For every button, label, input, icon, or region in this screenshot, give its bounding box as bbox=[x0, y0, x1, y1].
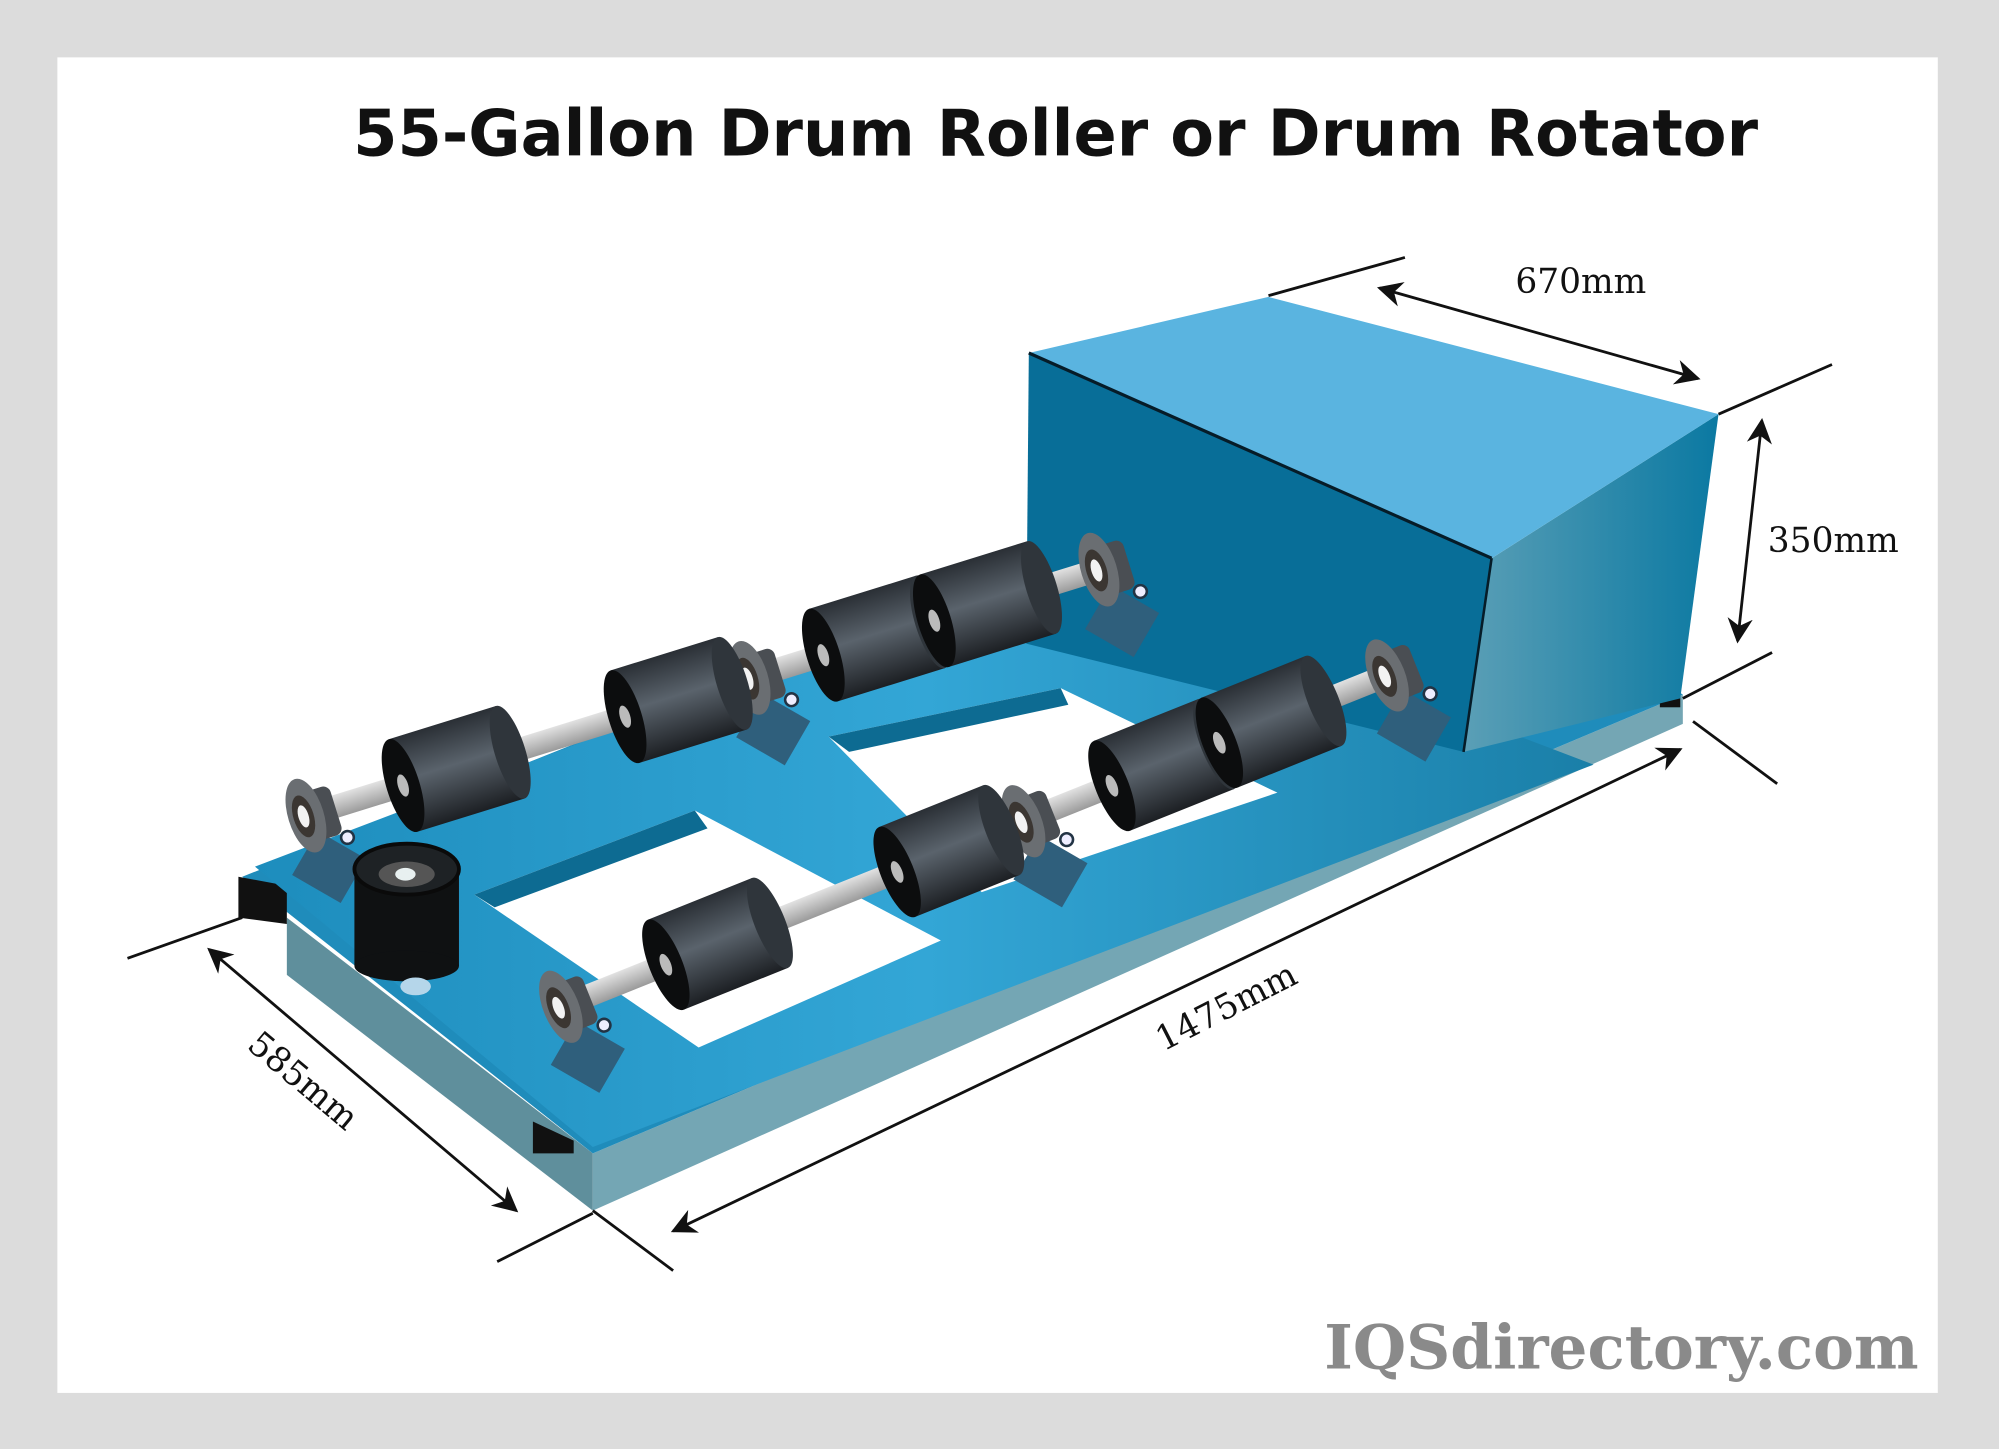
roller bbox=[912, 541, 1062, 668]
pillow-block-bearing bbox=[539, 970, 625, 1093]
roller bbox=[603, 636, 753, 764]
motor-cylinder bbox=[352, 841, 461, 996]
dimension-lines bbox=[127, 256, 1833, 1272]
diagram-title: 55-Gallon Drum Roller or Drum Rotator bbox=[353, 97, 1758, 171]
watermark-logo: IQSdirectory.com bbox=[1324, 1313, 1918, 1384]
roller bbox=[381, 705, 531, 833]
pillow-block-bearing bbox=[285, 778, 367, 904]
dimension-width-label: 670mm bbox=[1515, 262, 1646, 302]
dimension-height-label: 350mm bbox=[1768, 521, 1899, 561]
pillow-block-bearing bbox=[1365, 639, 1451, 762]
pillow-block-bearing bbox=[729, 640, 811, 766]
roller-shaft-assembly bbox=[285, 532, 1160, 904]
pillow-block-bearing bbox=[1078, 532, 1160, 658]
